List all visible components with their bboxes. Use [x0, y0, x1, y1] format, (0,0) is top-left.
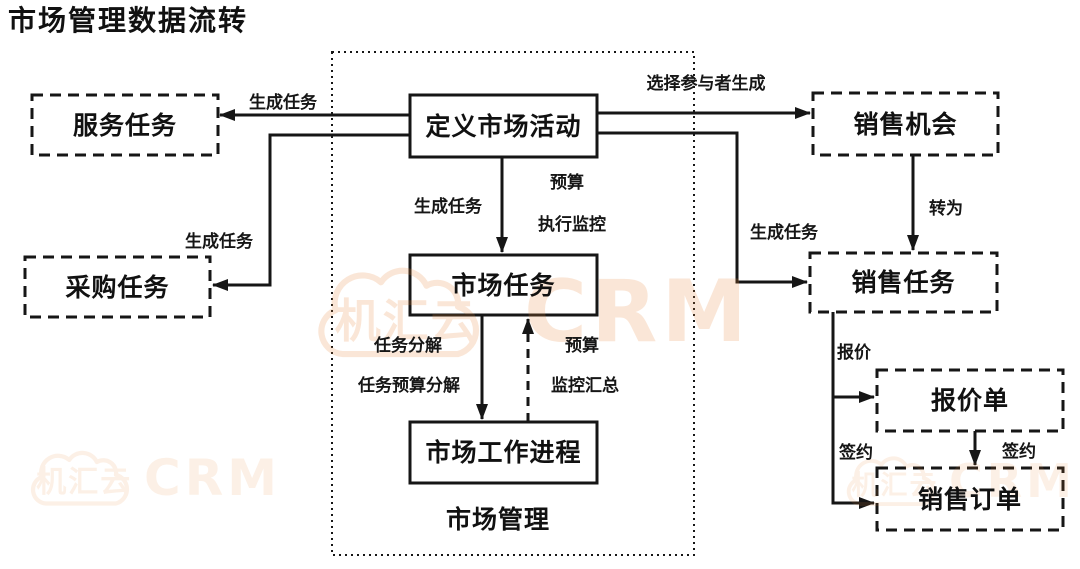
- edge-label-exec-monitor: 执行监控: [538, 215, 606, 235]
- node-service-task: 服务任务: [72, 110, 177, 140]
- edge-label-task-budget-split: 任务预算分解: [358, 376, 460, 396]
- node-rect-market-progress: [408, 420, 599, 485]
- edge-label-budget-up: 预算: [565, 336, 599, 356]
- node-sales-order: 销售订单: [917, 484, 1022, 514]
- node-rect-sales-order: [875, 466, 1065, 532]
- node-define-activity: 定义市场活动: [425, 111, 582, 141]
- edge-label-select-participants: 选择参与者生成: [646, 74, 766, 94]
- edge-label-gen-task-service: 生成任务: [249, 93, 317, 113]
- node-sales-opportunity: 销售机会: [853, 109, 958, 139]
- container-label-market-management: 市场管理: [445, 505, 551, 534]
- flow-sales-task-to-sales-order: [831, 312, 875, 509]
- edge-label-budget-down: 预算: [550, 173, 584, 193]
- edge-label-quote: 报价: [837, 343, 871, 363]
- node-rect-quotation: [875, 368, 1065, 433]
- node-rect-service-task: [30, 93, 220, 157]
- node-rect-define-activity: [408, 93, 599, 159]
- edge-label-sign-left: 签约: [839, 443, 873, 463]
- node-quotation: 报价单: [930, 386, 1009, 415]
- edge-label-gen-task-sales: 生成任务: [750, 223, 818, 243]
- edge-label-convert: 转为: [929, 199, 963, 219]
- edge-label-task-split: 任务分解: [374, 336, 442, 356]
- edge-label-gen-task-purchase: 生成任务: [185, 232, 253, 252]
- node-market-task: 市场任务: [451, 270, 556, 300]
- market-management-container: [331, 51, 695, 556]
- edge-label-sign-right: 签约: [1002, 442, 1036, 462]
- node-market-progress: 市场工作进程: [425, 438, 582, 467]
- page-title: 市场管理数据流转: [8, 4, 249, 37]
- node-rect-sales-task: [808, 251, 999, 314]
- edge-label-monitor-summary: 监控汇总: [551, 376, 619, 396]
- edge-label-gen-task-center: 生成任务: [414, 197, 482, 217]
- node-rect-market-task: [408, 253, 599, 317]
- flow-define-to-sales-task: [597, 131, 808, 288]
- node-purchase-task: 采购任务: [65, 272, 170, 302]
- node-sales-task: 销售任务: [851, 268, 956, 297]
- node-rect-sales-opportunity: [811, 91, 1000, 157]
- node-rect-purchase-task: [23, 255, 212, 319]
- flow-define-to-purchase-task: [212, 133, 410, 291]
